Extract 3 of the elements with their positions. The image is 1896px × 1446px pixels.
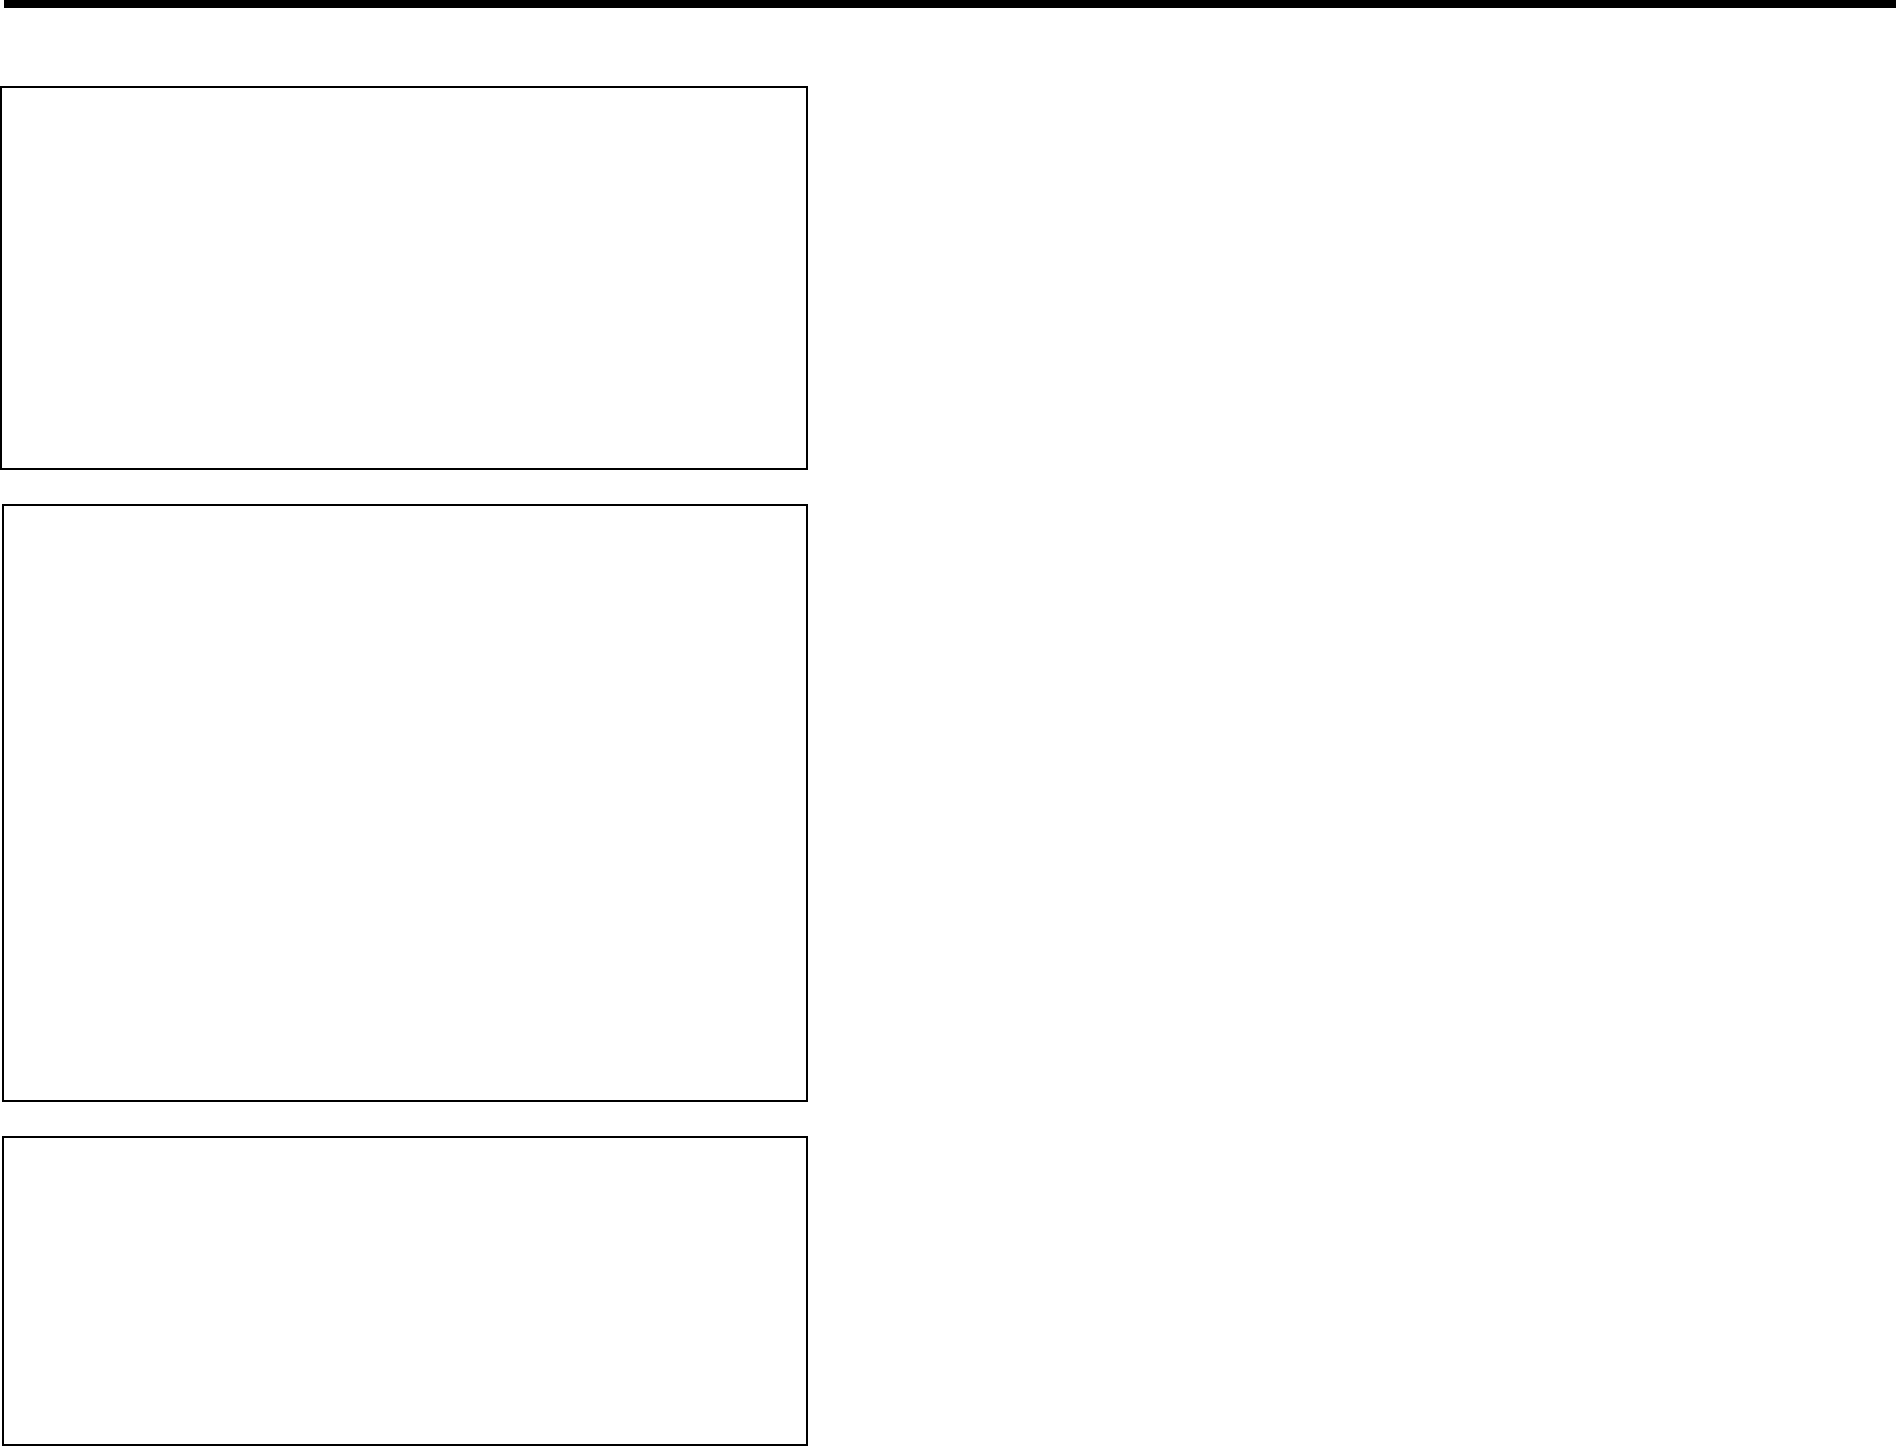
empty-panel <box>2 1136 808 1446</box>
empty-panel <box>0 86 808 470</box>
empty-panel <box>2 504 808 1102</box>
